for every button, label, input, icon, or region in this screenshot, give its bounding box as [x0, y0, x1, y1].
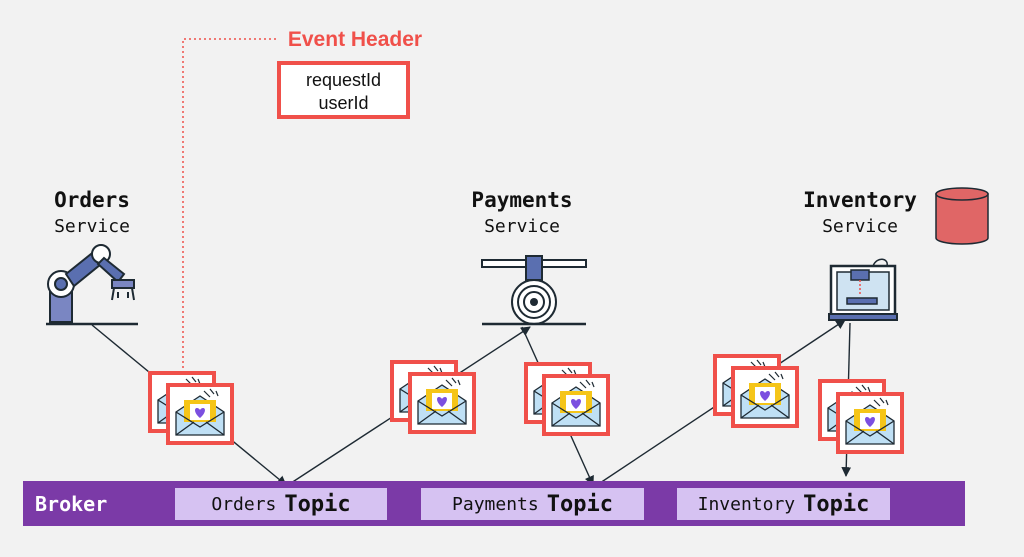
event-header-box: requestId userId — [277, 61, 410, 119]
topic-orders-suffix: Topic — [284, 491, 351, 517]
topic-payments-name: Payments — [452, 493, 539, 515]
orders-service-title: Orders — [54, 188, 130, 212]
inventory-service-title: Inventory — [803, 188, 917, 212]
payments-consumed-message-front — [408, 372, 476, 434]
database-icon — [935, 187, 989, 245]
topic-inventory-suffix: Topic — [803, 491, 870, 517]
payments-service-title: Payments — [471, 188, 573, 212]
payments-service-label: Service — [484, 216, 560, 237]
event-header-connector — [182, 38, 276, 372]
inventory-message-front — [836, 392, 904, 454]
robot-arm-icon — [46, 244, 138, 326]
topic-orders-name: Orders — [211, 493, 277, 515]
orders-service-label: Service — [54, 216, 130, 237]
broker-bar: Broker Orders Topic Payments Topic Inven… — [23, 481, 965, 526]
inventory-consumed-message-front — [731, 366, 799, 428]
topic-payments-suffix: Topic — [546, 491, 613, 517]
inventory-service-label: Service — [822, 216, 898, 237]
3d-printer-icon — [828, 258, 898, 321]
event-header-field-user-id: userId — [318, 93, 369, 113]
event-header-title: Event Header — [287, 28, 423, 51]
topic-payments[interactable]: Payments Topic — [421, 488, 644, 520]
payments-message-front — [542, 374, 610, 436]
event-header-field-request-id: requestId — [305, 70, 382, 90]
topic-inventory[interactable]: Inventory Topic — [677, 488, 890, 520]
orders-message-front — [166, 383, 234, 445]
topic-inventory-name: Inventory — [697, 493, 796, 515]
topic-orders[interactable]: Orders Topic — [175, 488, 387, 520]
broker-label: Broker — [35, 492, 108, 516]
cable-spool-icon — [481, 255, 587, 326]
